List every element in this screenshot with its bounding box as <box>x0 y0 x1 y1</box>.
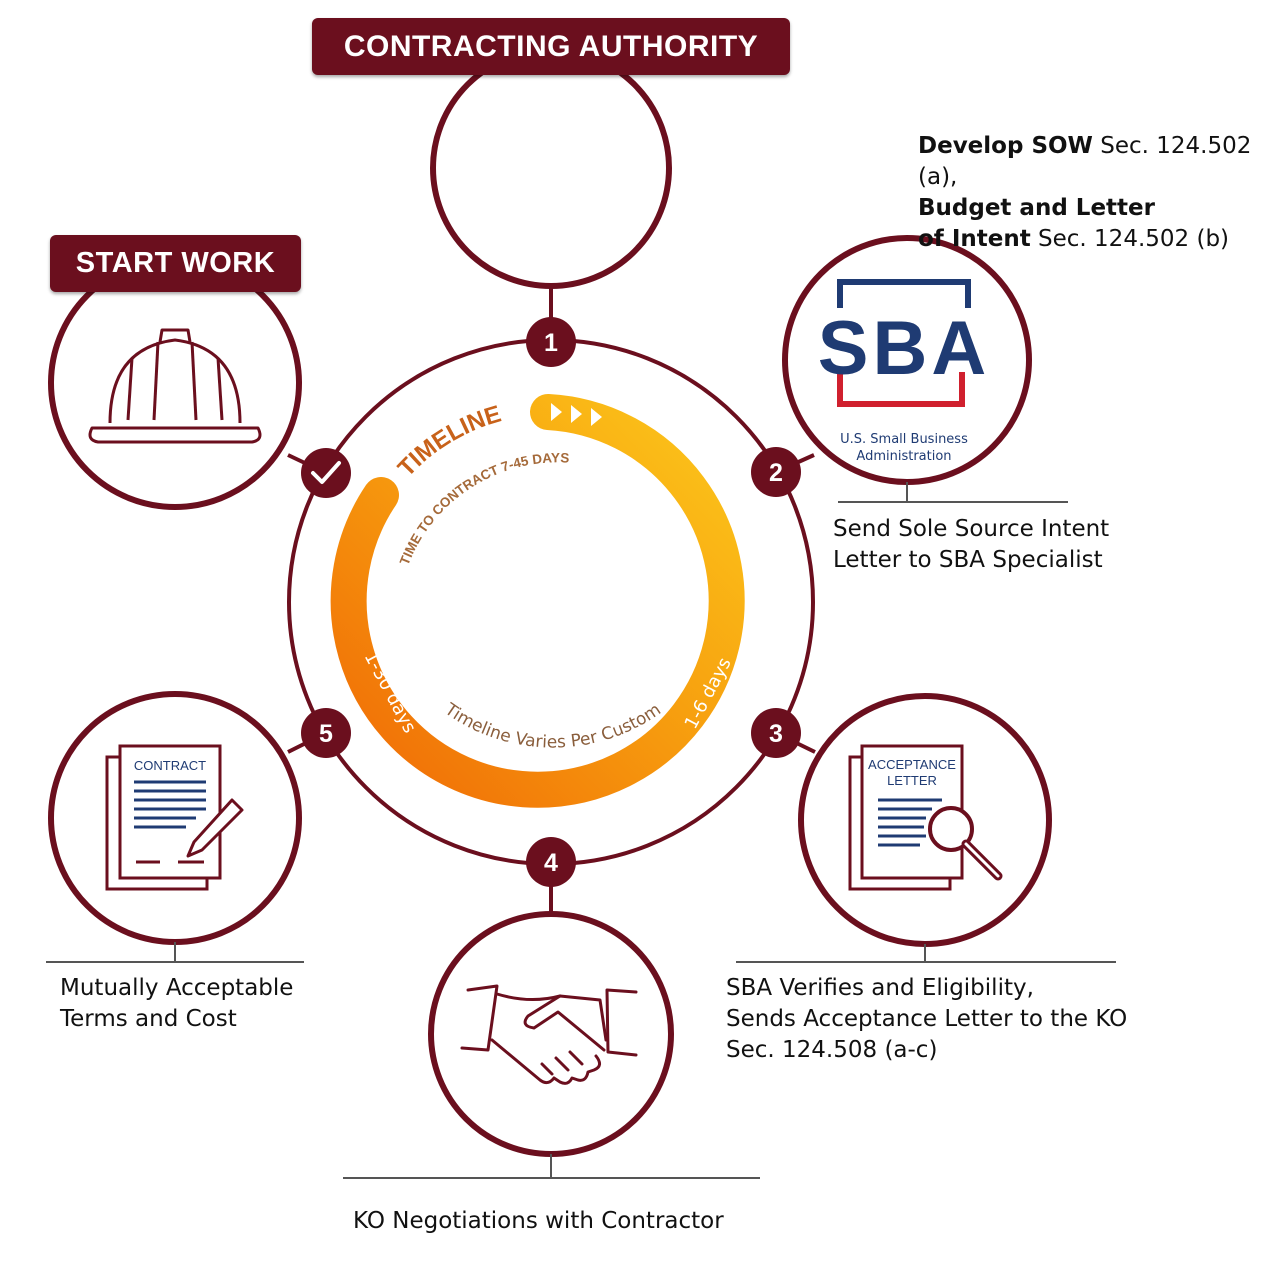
timeline-ring <box>330 394 745 808</box>
mutually-acceptable-line1: Mutually Acceptable <box>60 975 294 1001</box>
svg-text:Administration: Administration <box>856 449 951 464</box>
magnifier-icon <box>928 806 1003 881</box>
send-sole-source-label: Send Sole Source Intent Letter to SBA Sp… <box>833 514 1163 576</box>
handshake-icon <box>460 984 638 1085</box>
hard-hat-icon <box>88 328 262 444</box>
start-work-banner: START WORK <box>50 235 301 292</box>
check-icon <box>311 461 341 484</box>
step-badges: 1 2 3 4 5 <box>301 317 801 887</box>
mutually-acceptable-label: Mutually Acceptable Terms and Cost <box>60 973 330 1035</box>
send-sole-source-line1: Send Sole Source Intent <box>833 516 1110 542</box>
budget-letter-text: Budget and Letter <box>918 195 1155 221</box>
sba-verifies-line2: Sends Acceptance Letter to the KO <box>726 1006 1128 1032</box>
sba-verifies-line3: Sec. 124.508 (a-c) <box>726 1037 938 1063</box>
send-sole-source-line2: Letter to SBA Specialist <box>833 547 1103 573</box>
develop-sow-label: Develop SOW Sec. 124.502 (a), Budget and… <box>918 131 1268 255</box>
step-4-circle <box>428 911 674 1157</box>
step-3-number: 3 <box>769 720 783 748</box>
svg-text:ACCEPTANCE: ACCEPTANCE <box>868 757 956 772</box>
pencil-icon <box>186 798 244 858</box>
ko-negotiations-label: KO Negotiations with Contractor <box>353 1208 724 1234</box>
sba-verifies-label: SBA Verifies and Eligibility, Sends Acce… <box>726 973 1166 1066</box>
caption-rules <box>46 482 1116 1179</box>
timeline-arrows-icon <box>551 403 602 426</box>
of-intent-sec: Sec. 124.502 (b) <box>1030 226 1230 252</box>
step-1-number: 1 <box>544 329 558 357</box>
mutually-acceptable-line2: Terms and Cost <box>60 1006 237 1032</box>
sba-logo: SBA U.S. Small Business Administration <box>818 279 990 464</box>
contracting-authority-banner: CONTRACTING AUTHORITY <box>312 18 790 75</box>
svg-text:CONTRACT: CONTRACT <box>134 758 206 773</box>
step-5-number: 5 <box>319 720 333 748</box>
svg-text:SBA: SBA <box>818 306 990 391</box>
sba-verifies-line1: SBA Verifies and Eligibility, <box>726 975 1034 1001</box>
develop-sow-sec: Sec. 124.502 (a), <box>918 133 1252 190</box>
contract-document-icon: CONTRACT <box>105 744 244 891</box>
svg-text:U.S. Small Business: U.S. Small Business <box>840 432 968 447</box>
acceptance-letter-icon: ACCEPTANCE LETTER <box>848 744 1003 891</box>
step-1-circle <box>430 47 672 289</box>
step-4-number: 4 <box>544 849 558 877</box>
develop-sow-text: Develop SOW <box>918 133 1093 159</box>
of-intent-text: of Intent <box>918 226 1031 252</box>
step-2-number: 2 <box>769 459 783 487</box>
svg-text:LETTER: LETTER <box>887 773 937 788</box>
start-work-circle <box>48 256 302 510</box>
